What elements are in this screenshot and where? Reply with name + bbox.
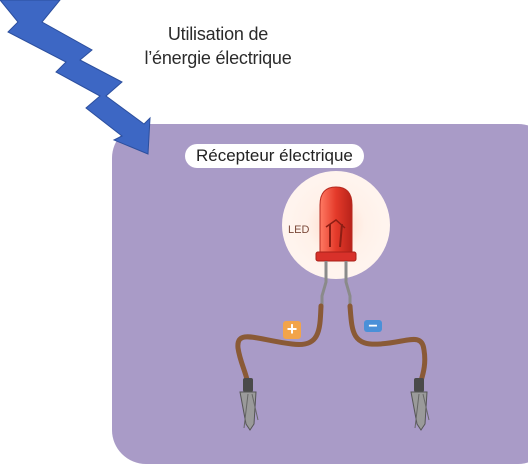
plus-marker: +	[283, 319, 301, 339]
receptor-title: Récepteur électrique	[185, 144, 364, 168]
led-label: LED	[288, 224, 310, 236]
alligator-clip-icon	[239, 378, 259, 431]
alligator-clip-icon	[410, 378, 430, 431]
wire-right	[347, 303, 428, 387]
minus-marker: −	[364, 318, 382, 335]
led-icon	[315, 186, 357, 308]
lightning-arrow-icon	[0, 0, 151, 155]
caption-line-2: l’énergie électrique	[144, 48, 292, 68]
wire-left	[235, 303, 324, 387]
caption-line-1: Utilisation de	[167, 24, 269, 44]
svg-text:−: −	[368, 318, 377, 335]
energy-caption: Utilisation de l’énergie électrique	[118, 22, 318, 70]
svg-text:+: +	[287, 319, 298, 339]
diagram-canvas: + −	[0, 0, 430, 431]
